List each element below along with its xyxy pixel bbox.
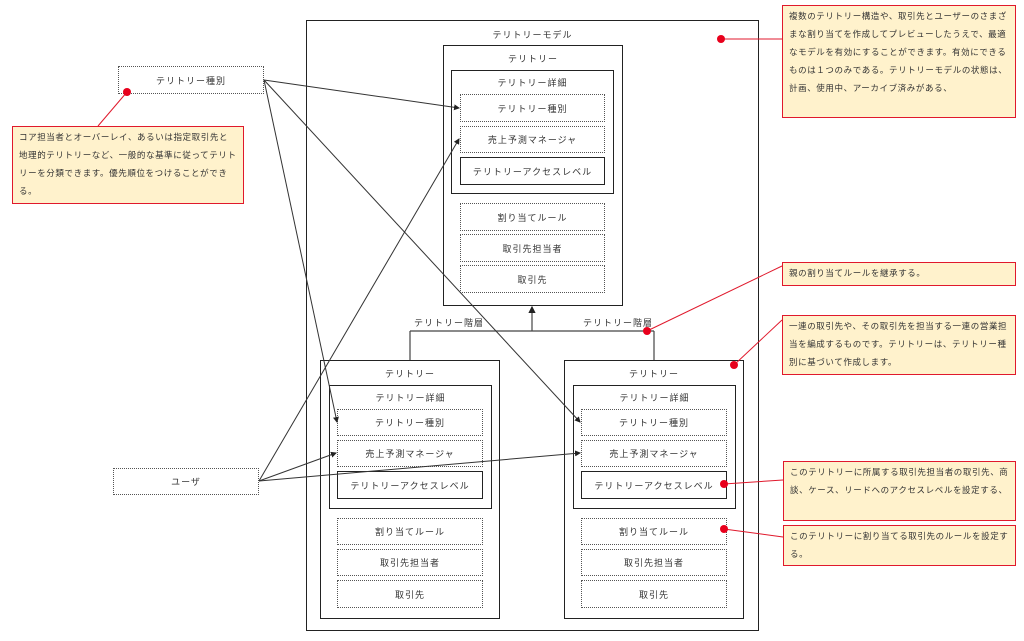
left-assignment-rule: 割り当てルール bbox=[337, 518, 483, 545]
right-access-level: テリトリーアクセスレベル bbox=[581, 471, 727, 499]
top-account-contact: 取引先担当者 bbox=[460, 234, 605, 262]
note-hierarchy: 親の割り当てルールを継承する。 bbox=[782, 262, 1016, 286]
top-access-level: テリトリーアクセスレベル bbox=[460, 157, 605, 185]
right-territory-detail-title: テリトリー詳細 bbox=[619, 394, 690, 404]
right-forecast-manager: 売上予測マネージャ bbox=[581, 440, 727, 467]
left-access-level: テリトリーアクセスレベル bbox=[337, 471, 483, 499]
territory-model-title: テリトリーモデル bbox=[492, 31, 573, 41]
top-forecast-manager: 売上予測マネージャ bbox=[460, 126, 605, 153]
right-account-contact: 取引先担当者 bbox=[581, 549, 727, 576]
left-account: 取引先 bbox=[337, 580, 483, 608]
hierarchy-label-left: テリトリー階層 bbox=[414, 319, 485, 329]
top-assignment-rule: 割り当てルール bbox=[460, 203, 605, 231]
left-territory-title: テリトリー bbox=[384, 370, 435, 380]
right-account: 取引先 bbox=[581, 580, 727, 608]
hierarchy-label-right: テリトリー階層 bbox=[583, 319, 654, 329]
note-assignment-rule: このテリトリーに割り当てる取引先のルールを設定する。 bbox=[783, 525, 1016, 566]
right-assignment-rule: 割り当てルール bbox=[581, 518, 727, 545]
top-territory-title: テリトリー bbox=[507, 55, 558, 65]
note-access-level: このテリトリーに所属する取引先担当者の取引先、商談、ケース、リードへのアクセスレ… bbox=[783, 461, 1016, 521]
external-user: ユーザ bbox=[113, 468, 259, 495]
top-territory-detail-title: テリトリー詳細 bbox=[497, 79, 568, 89]
left-territory-type: テリトリー種別 bbox=[337, 409, 483, 436]
top-account: 取引先 bbox=[460, 265, 605, 293]
left-account-contact: 取引先担当者 bbox=[337, 549, 483, 576]
note-territory-model: 複数のテリトリー構造や、取引先とユーザーのさまざまな割り当てを作成してプレビュー… bbox=[782, 5, 1016, 118]
note-territory-type: コア担当者とオーバーレイ、あるいは指定取引先と地理的テリトリーなど、一般的な基準… bbox=[12, 126, 244, 204]
external-territory-type: テリトリー種別 bbox=[118, 66, 264, 94]
right-territory-title: テリトリー bbox=[628, 370, 679, 380]
right-territory-type: テリトリー種別 bbox=[581, 409, 727, 436]
note-territory: 一連の取引先や、その取引先を担当する一連の営業担当を編成するものです。テリトリー… bbox=[782, 315, 1016, 375]
left-forecast-manager: 売上予測マネージャ bbox=[337, 440, 483, 467]
left-territory-detail-title: テリトリー詳細 bbox=[375, 394, 446, 404]
top-territory-type: テリトリー種別 bbox=[460, 94, 605, 122]
